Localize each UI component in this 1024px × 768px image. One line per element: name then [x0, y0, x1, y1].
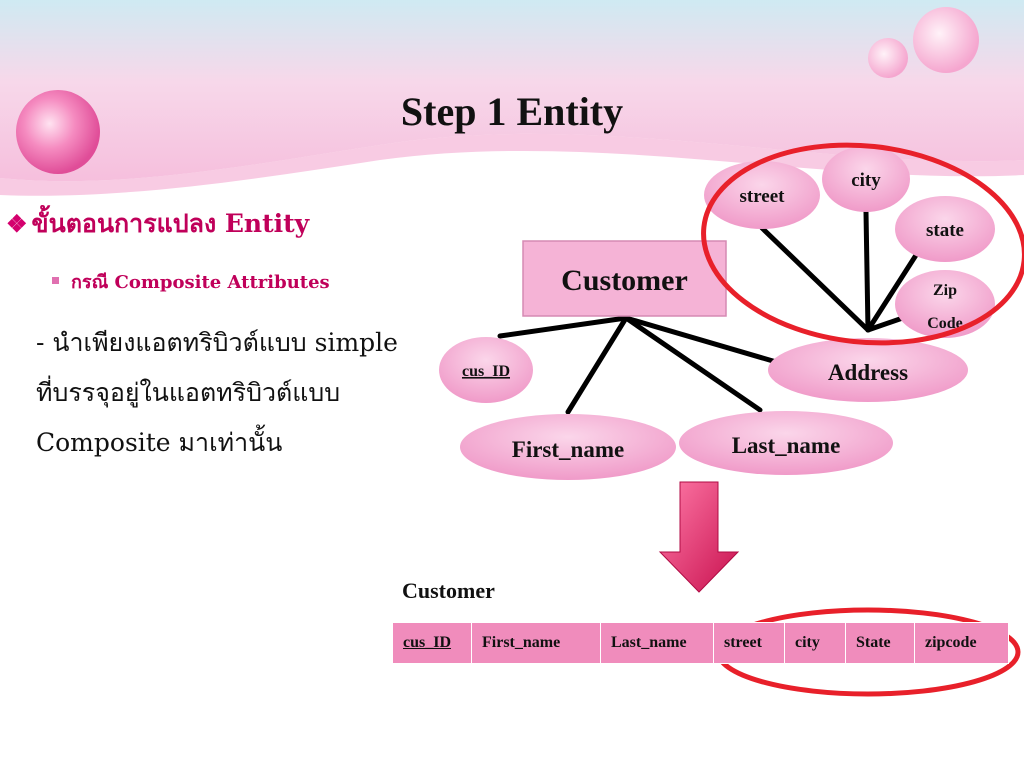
- square-bullet-icon: [52, 276, 59, 284]
- attr-state-label: state: [926, 220, 964, 241]
- bullet-sub: กรณี Composite Attributes: [52, 267, 330, 296]
- attr-oval-cusid: [439, 337, 533, 403]
- decor-bubble-right: [913, 7, 979, 73]
- entity-box: [522, 240, 727, 317]
- highlight-ring-composite: [701, 142, 1024, 346]
- diamond-bullet-icon: ❖: [6, 209, 28, 238]
- column-first-name: First_name: [471, 622, 601, 664]
- bullet-sub-text: กรณี Composite Attributes: [71, 272, 330, 293]
- attr-oval-city: [822, 146, 910, 212]
- attr-address-label: Address: [828, 360, 908, 385]
- column-last-name: Last_name: [600, 622, 714, 664]
- line-street: [759, 225, 871, 333]
- attr-city-label: city: [851, 170, 881, 191]
- line-address: [623, 315, 793, 369]
- connector-lines: [497, 209, 923, 415]
- line-lastname: [623, 315, 763, 413]
- slide-title: Step 1 Entity: [400, 89, 624, 134]
- attr-oval-firstname: [460, 414, 676, 480]
- attr-oval-state: [895, 196, 995, 262]
- relation-table: cus_ID First_name Last_name street city …: [392, 622, 1009, 664]
- body-line: Composite มาเท่านั้น: [36, 428, 283, 457]
- table-row: cus_ID First_name Last_name street city …: [392, 622, 1009, 664]
- column-cus-id: cus_ID: [392, 622, 472, 664]
- attr-oval-zipcode: [895, 270, 995, 338]
- decor-bubble-small: [868, 38, 908, 78]
- body-line: ที่บรรจุอยู่ในแอตทริบิวต์แบบ: [36, 378, 341, 407]
- column-state: State: [845, 622, 915, 664]
- attr-cusid-label: cus_ID: [462, 363, 510, 380]
- bullet-main: ❖ขั้นตอนการแปลง Entity: [6, 204, 309, 244]
- attr-zip-label-line2: Code: [927, 315, 963, 332]
- line-cusid: [497, 315, 629, 339]
- line-city: [863, 209, 871, 333]
- bullet-main-text: ขั้นตอนการแปลง Entity: [31, 209, 310, 238]
- attr-oval-lastname: [679, 411, 893, 475]
- attr-firstname-label: First_name: [512, 437, 624, 462]
- column-city: city: [784, 622, 846, 664]
- body-line: - นำเพียงแอตทริบิวต์แบบ simple: [36, 328, 398, 357]
- line-state: [865, 249, 921, 333]
- entity-label: Customer: [561, 264, 688, 297]
- column-zipcode: zipcode: [914, 622, 1009, 664]
- down-arrow-icon: [658, 481, 740, 593]
- body-text: - นำเพียงแอตทริบิวต์แบบ simple ที่บรรจุอ…: [36, 318, 456, 468]
- line-firstname: [565, 315, 629, 415]
- attr-lastname-label: Last_name: [732, 433, 841, 458]
- attr-street-label: street: [739, 186, 785, 207]
- column-street: street: [713, 622, 785, 664]
- decor-bubble-large: [16, 90, 100, 174]
- header-banner: [0, 0, 1024, 196]
- attr-oval-address: [768, 338, 968, 402]
- attr-zip-label-line1: Zip: [933, 282, 957, 299]
- relation-title: Customer: [402, 578, 495, 603]
